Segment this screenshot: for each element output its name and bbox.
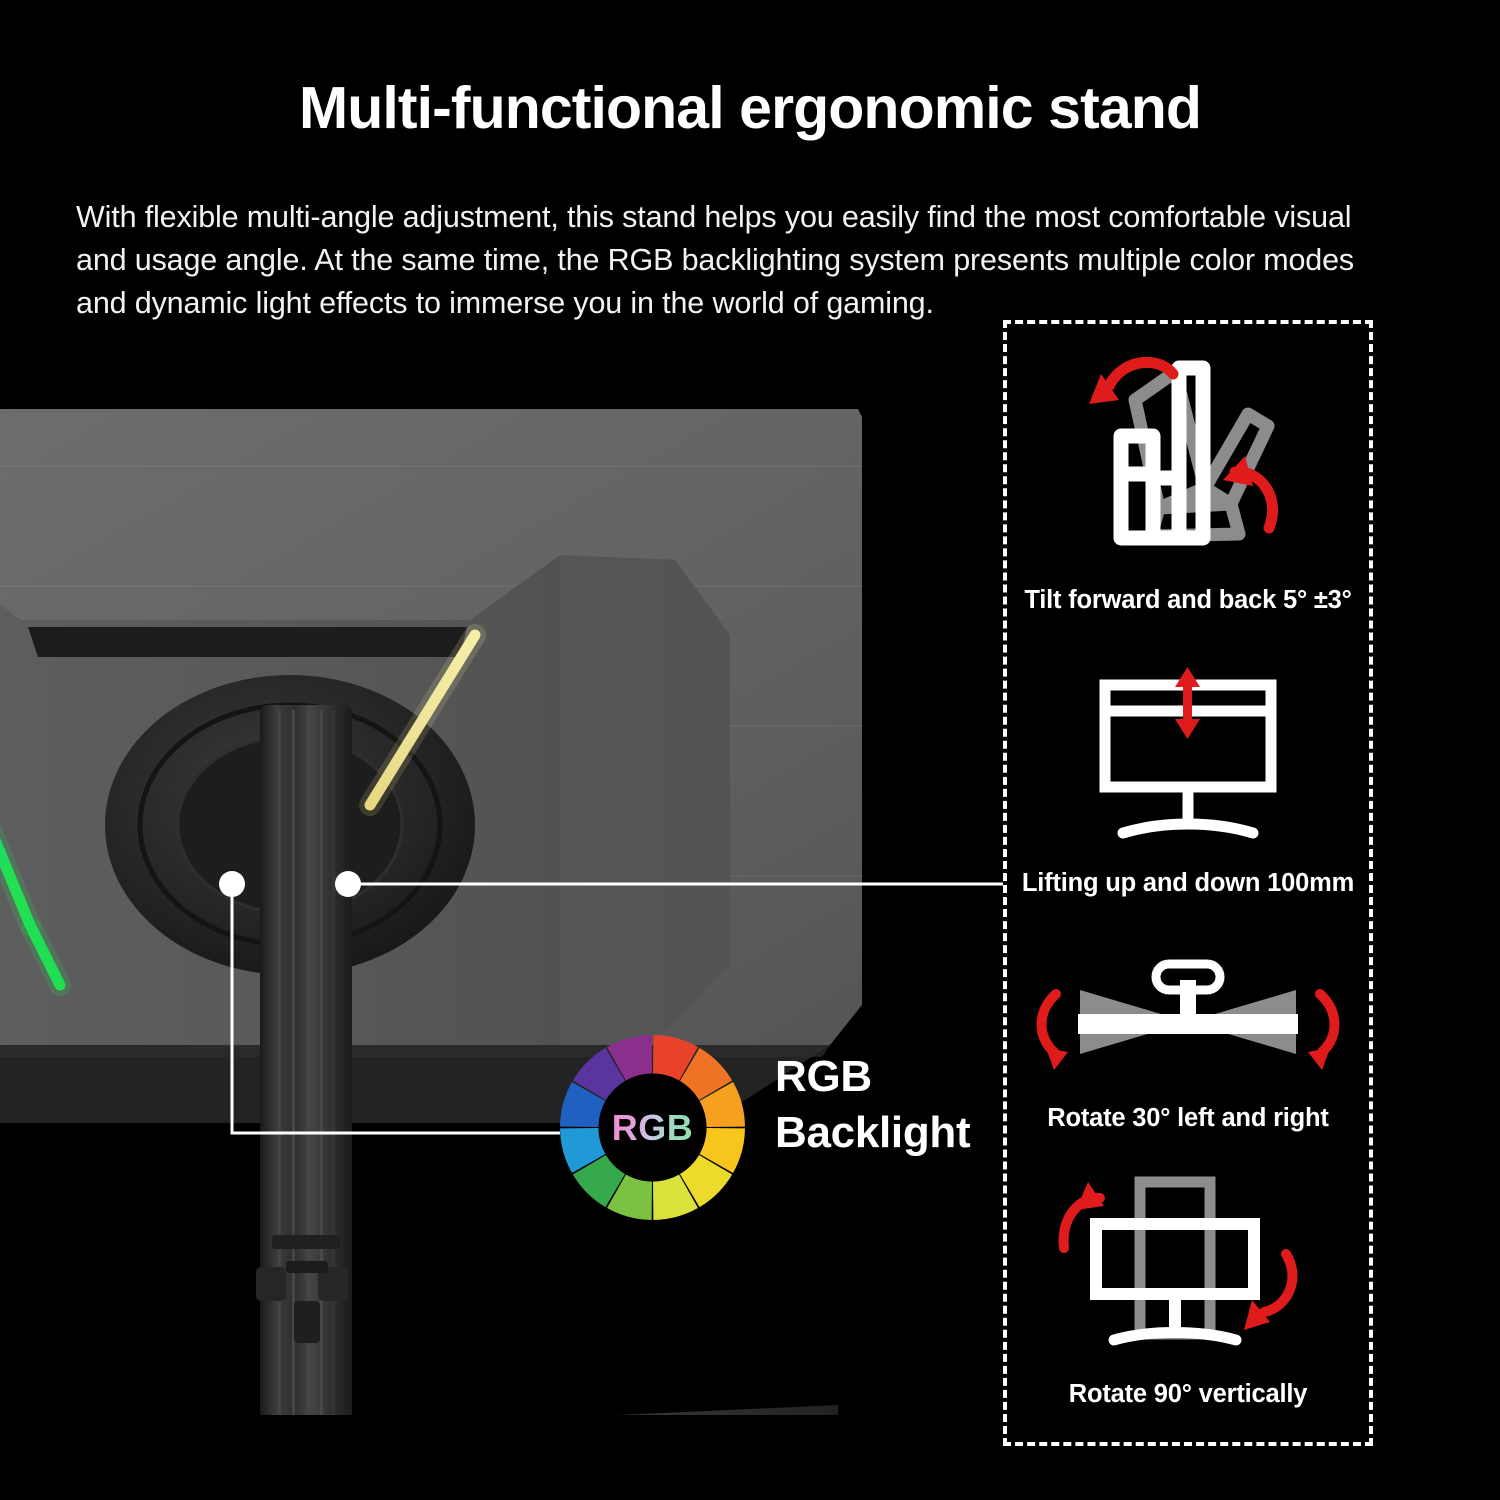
color-wheel-segment [560,1082,606,1127]
rgb-title-line-1: RGB [775,1052,872,1101]
pivot-arrow-head-bottom [1244,1300,1270,1330]
housing-right-facet [560,555,730,1045]
rgb-light-strip-left-glow [0,823,41,936]
feature-label-height: Lifting up and down 100mm [1021,869,1355,897]
stand-base-right-wing [352,1405,838,1475]
feature-item-pivot: Rotate 90° vertically [1007,1172,1369,1411]
height-adjust-monitor-icon [1099,667,1277,839]
cable-management-clip [256,1235,348,1343]
rgb-light-strip-left-tail-glow [21,918,71,996]
swivel-stand-head [1151,959,1225,995]
feature-item-tilt: Tilt forward and back 5° ±3° [1007,338,1369,617]
color-wheel-segment [560,1128,606,1173]
feature-label-swivel: Rotate 30° left and right [1047,1104,1329,1132]
color-wheel-segment [679,1154,733,1208]
pivot-main-landscape-monitor [1090,1218,1260,1300]
height-double-arrow [1175,667,1200,739]
feature-item-height: Lifting up and down 100mm [1007,661,1369,900]
swivel-arrows [1036,989,1340,1057]
swivel-arrow-head-left [1046,1048,1068,1070]
pivot-monitor-icon [1058,1176,1298,1346]
color-wheel-hole [598,1073,707,1182]
color-wheel-segment [572,1154,626,1208]
color-wheel-segment [607,1174,652,1220]
color-wheel-segment [699,1128,745,1173]
rgb-light-strip-right-glow [359,624,486,816]
pivot-stand-neck [1169,1294,1181,1334]
tilt-arrow-head-right [1223,456,1253,486]
stand-features-panel: Tilt forward and back 5° ±3° [1003,320,1373,1446]
housing-vent-slot [28,627,467,657]
monitor-illustration [0,409,862,1500]
color-wheel-segment [699,1082,745,1127]
color-wheel-segments [560,1035,745,1220]
rgb-backlight-title: RGB Backlight [775,1049,971,1161]
feature-item-swivel: Rotate 30° left and right [1007,956,1369,1135]
stand-base-left-wing [0,1415,260,1475]
description-paragraph: With flexible multi-angle adjustment, th… [76,200,1355,320]
monitor-product-image [0,405,870,1500]
rgb-title-line-2: Backlight [775,1108,971,1157]
color-wheel-segment [607,1035,652,1081]
feature-label-tilt: Tilt forward and back 5° ±3° [1024,586,1352,614]
color-wheel-segment [679,1047,733,1101]
rgb-light-strip-left-tail [26,923,66,991]
feature-label-pivot: Rotate 90° vertically [1068,1380,1308,1408]
color-wheel-segment [653,1174,698,1220]
pivot-stand-base [1108,1327,1242,1346]
tilt-arrow-head-left [1089,374,1119,404]
page-title: Multi-functional ergonomic stand [298,75,1202,141]
rgb-backlight-badge: RGB RGB Backlight [560,1035,971,1225]
height-monitor-base [1117,818,1259,839]
color-wheel-segment [572,1047,626,1101]
pivot-arrow-head-top [1076,1182,1104,1210]
swivel-monitor-icon [1036,959,1340,1070]
rgb-wheel-center-label: RGB [611,1106,694,1148]
rgb-color-wheel-icon: RGB [560,1035,745,1220]
tilt-main-monitor [1113,360,1211,546]
swivel-arrow-head-right [1308,1048,1330,1070]
tilt-monitor-icon [1089,356,1279,546]
color-wheel-segment [653,1035,698,1081]
